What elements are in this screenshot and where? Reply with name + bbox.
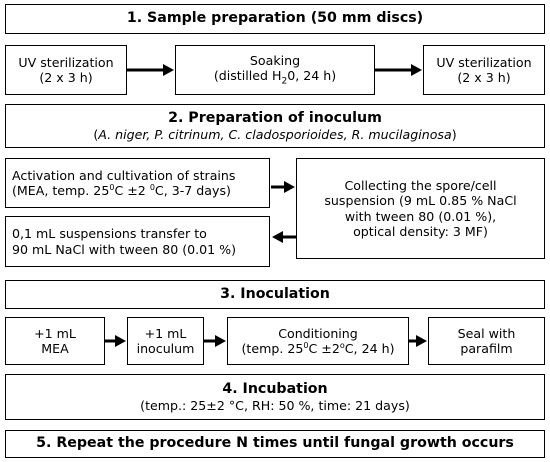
step4-details: (temp.: 25±2 °C, RH: 50 %, time: 21 days… xyxy=(140,397,410,413)
step1-uv-sterilization-box-2: UV sterilization (2 x 3 h) xyxy=(423,45,545,95)
step1-uv1-line2: (2 x 3 h) xyxy=(39,70,93,85)
step3-mea-line2: MEA xyxy=(41,341,69,356)
step1-uv2-line1: UV sterilization xyxy=(436,54,532,70)
step1-arrow-2 xyxy=(375,62,423,78)
step1-title-box: 1. Sample preparation (50 mm discs) xyxy=(5,4,545,34)
step1-uv2-line2: (2 x 3 h) xyxy=(457,70,511,85)
step2-transfer-box: 0,1 mL suspensions transfer to 90 mL NaC… xyxy=(5,216,270,267)
step3-title-box: 3. Inoculation xyxy=(5,280,545,309)
step3-arrow-1 xyxy=(105,333,127,349)
step3-mea-line1: +1 mL xyxy=(34,325,76,341)
step1-uv1-line1: UV sterilization xyxy=(18,54,114,70)
step2-activation-box: Activation and cultivation of strains (M… xyxy=(5,158,270,208)
step2-collecting-box: Collecting the spore/cell suspension (9 … xyxy=(296,158,545,259)
step1-soaking-line1: Soaking xyxy=(249,52,301,68)
step3-seal-line2: parafilm xyxy=(460,341,513,356)
step3-arrow-2 xyxy=(204,333,227,349)
step3-seal-box: Seal with parafilm xyxy=(428,317,545,365)
step2-transfer-line1: 0,1 mL suspensions transfer to xyxy=(12,226,207,242)
step1-soaking-line2: (distilled H20, 24 h) xyxy=(213,67,337,87)
step3-arrow-3 xyxy=(409,333,428,349)
step5-title: 5. Repeat the procedure N times until fu… xyxy=(36,435,514,452)
step2-arrow-right xyxy=(271,179,296,195)
step5-title-box: 5. Repeat the procedure N times until fu… xyxy=(5,430,545,458)
step2-transfer-line2: 90 mL NaCl with tween 80 (0.01 %) xyxy=(12,241,237,257)
step3-inoculum-box: +1 mL inoculum xyxy=(127,317,204,365)
step1-soaking-box: Soaking (distilled H20, 24 h) xyxy=(175,45,375,95)
step2-collecting-line4: optical density: 3 MF) xyxy=(353,223,488,239)
step4-title-box: 4. Incubation (temp.: 25±2 °C, RH: 50 %,… xyxy=(5,374,545,420)
step1-title: 1. Sample preparation (50 mm discs) xyxy=(126,10,424,27)
step3-seal-line1: Seal with xyxy=(457,325,516,341)
step3-conditioning-box: Conditioning (temp. 250C ±2oC, 24 h) xyxy=(227,317,409,365)
step4-title: 4. Incubation xyxy=(222,380,328,397)
step2-collecting-line2: suspension (9 mL 0.85 % NaCl xyxy=(324,193,517,209)
step2-title: 2. Preparation of inoculum xyxy=(168,109,382,126)
step3-inoculum-line2: inoculum xyxy=(136,341,195,356)
step1-arrow-1 xyxy=(127,62,175,78)
step3-title: 3. Inoculation xyxy=(220,285,330,302)
step1-uv-sterilization-box-1: UV sterilization (2 x 3 h) xyxy=(5,45,127,95)
step3-inoculum-line1: +1 mL xyxy=(144,325,187,341)
step2-title-box: 2. Preparation of inoculum (A. niger, P.… xyxy=(5,104,545,148)
step2-arrow-left xyxy=(271,229,296,245)
step3-conditioning-line1: Conditioning xyxy=(278,325,358,341)
step2-organisms: (A. niger, P. citrinum, C. cladosporioid… xyxy=(93,126,457,142)
step3-mea-box: +1 mL MEA xyxy=(5,317,105,365)
step2-collecting-line3: with tween 80 (0.01 %), xyxy=(344,208,497,224)
step2-collecting-line1: Collecting the spore/cell xyxy=(344,177,497,193)
step2-activation-line1: Activation and cultivation of strains xyxy=(12,167,236,183)
step3-conditioning-line2: (temp. 250C ±2oC, 24 h) xyxy=(241,340,395,357)
step2-activation-line2: (MEA, temp. 250C ±2 0C, 3-7 days) xyxy=(12,182,231,199)
